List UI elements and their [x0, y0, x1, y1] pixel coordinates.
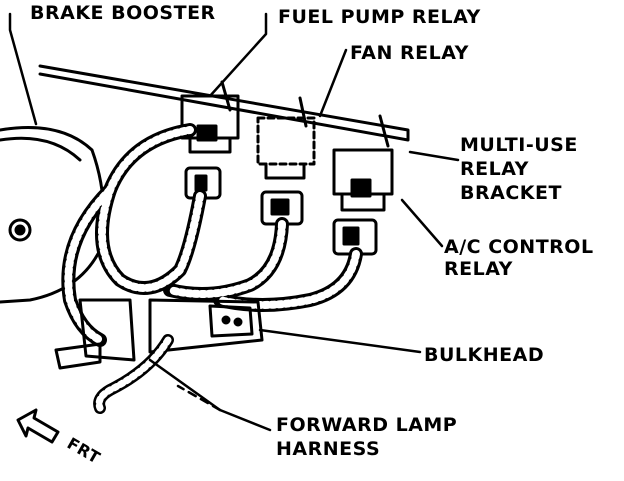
forward-lamp-label-line1: FORWARD LAMP [276, 414, 458, 436]
forward-lamp-label-line2: HARNESS [276, 438, 381, 460]
fan-relay-label: FAN RELAY [350, 42, 469, 64]
fan-relay [256, 116, 316, 180]
front-arrow-icon [16, 408, 60, 444]
brake-booster-label: BRAKE BOOSTER [30, 2, 216, 24]
ac-control-label-line1: A/C CONTROL [444, 236, 594, 258]
ac-control-label-line2: RELAY [444, 258, 513, 280]
bulkhead-label: BULKHEAD [424, 344, 545, 366]
leader-lines [8, 12, 460, 432]
multi-use-label-line3: BRACKET [460, 182, 562, 204]
multi-use-label-line2: RELAY [460, 158, 529, 180]
bulkhead-connector [148, 298, 264, 354]
fuel-pump-relay-label: FUEL PUMP RELAY [278, 6, 481, 28]
ac-control-relay [332, 148, 394, 212]
multi-use-label-line1: MULTI-USE [460, 134, 578, 156]
forward-lamp-harness [93, 334, 174, 414]
relay-bracket-rail [38, 64, 410, 148]
lower-bracket [54, 298, 136, 370]
